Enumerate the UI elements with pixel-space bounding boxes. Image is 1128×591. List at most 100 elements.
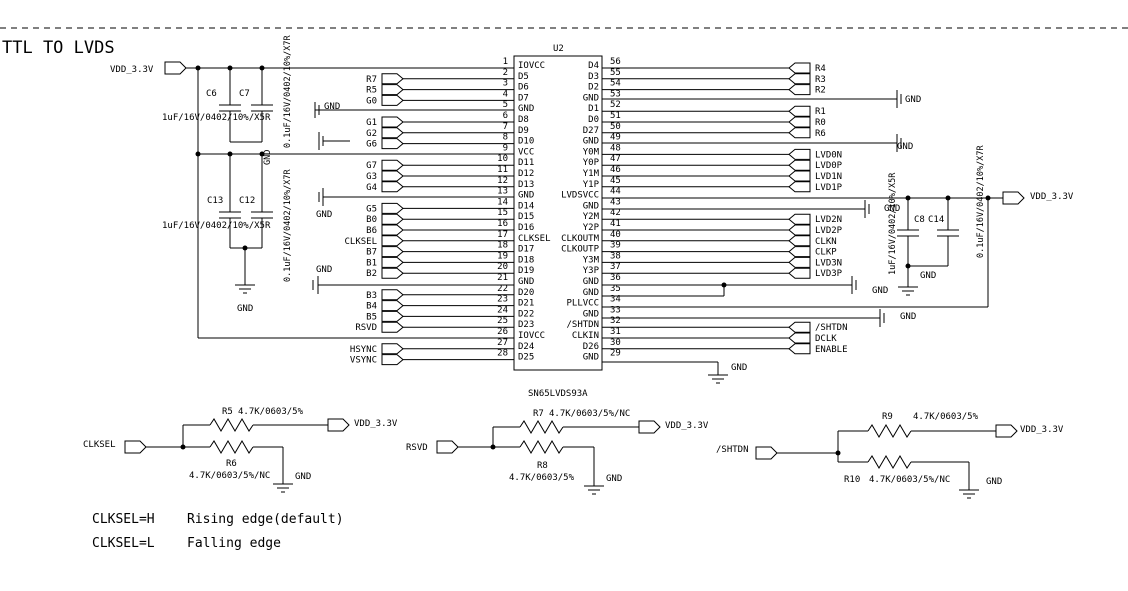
net-label: B6 — [366, 226, 377, 236]
net-label: HSYNC — [350, 345, 377, 355]
pin-number: 46 — [610, 165, 621, 175]
c7-value: 0.1uF/16V/0402/10%/X7R — [283, 35, 293, 148]
pin-name: GND — [583, 277, 599, 287]
pin-name: D0 — [588, 115, 599, 125]
pin-name: D13 — [518, 180, 534, 190]
net-port — [381, 300, 404, 312]
r10-value: 4.7K/0603/5%/NC — [869, 475, 950, 485]
rsvd-port-label: RSVD — [406, 443, 428, 453]
c14-value: 0.1uF/16V/0402/10%/X7R — [976, 145, 986, 258]
pin-name: VCC — [518, 147, 534, 157]
pin-number: 12 — [497, 176, 508, 186]
net-label: LVD2N — [815, 215, 842, 225]
pin-name: D24 — [518, 342, 534, 352]
net-port — [788, 246, 811, 258]
pin-number: 1 — [503, 57, 508, 67]
pin-number: 27 — [497, 338, 508, 348]
pin-name: D9 — [518, 126, 529, 136]
pin-name: D6 — [518, 83, 529, 93]
pin-name: /SHTDN — [566, 320, 599, 330]
net-port — [788, 181, 811, 193]
c8-label: C8 — [914, 215, 925, 225]
gnd-label-c7: GND — [263, 150, 273, 165]
net-port — [381, 84, 404, 96]
r9-label: R9 — [882, 412, 893, 422]
net-port — [381, 343, 404, 355]
net-label: R5 — [366, 86, 377, 96]
clksel-vdd-port — [327, 418, 350, 432]
net-label: B3 — [366, 291, 377, 301]
note-2-value: Falling edge — [187, 536, 281, 551]
net-port — [381, 170, 404, 182]
pin-number: 48 — [610, 143, 621, 153]
r7-label: R7 — [533, 409, 544, 419]
pin-name: CLKIN — [572, 331, 599, 341]
pin-name: Y2P — [583, 223, 600, 233]
net-port — [381, 256, 404, 268]
left-power-network: VDD_3.3V C6 C7 1uF/16V/0402/10%/X5R 0.1u… — [110, 35, 514, 339]
chip-body[interactable] — [513, 55, 603, 371]
pin-number: 20 — [497, 262, 508, 272]
pin-number: 18 — [497, 241, 508, 251]
pin-name: IOVCC — [518, 61, 545, 71]
pin-number: 33 — [610, 305, 621, 315]
chip-ref: U2 — [553, 44, 564, 54]
pin-number: 54 — [610, 79, 621, 89]
pin-number: 39 — [610, 241, 621, 251]
pin-name: D22 — [518, 309, 534, 319]
net-label: LVD1P — [815, 183, 843, 193]
pin-number: 51 — [610, 111, 621, 121]
gnd-label-pin33: GND — [900, 312, 916, 322]
net-label: LVD2P — [815, 226, 843, 236]
pin-name: PLLVCC — [566, 299, 599, 309]
net-port — [788, 256, 811, 268]
net-port — [381, 310, 404, 322]
net-label: R3 — [815, 75, 826, 85]
r8-value: 4.7K/0603/5% — [509, 473, 575, 483]
vdd-label-left: VDD_3.3V — [110, 65, 154, 75]
pin-number: 19 — [497, 251, 508, 261]
pin-name: D8 — [518, 115, 529, 125]
pin-number: 9 — [503, 143, 508, 153]
clksel-port-label: CLKSEL — [83, 440, 116, 450]
pin-name: D3 — [588, 72, 599, 82]
pin-number: 2 — [503, 68, 508, 78]
pin-number: 15 — [497, 208, 508, 218]
clksel-port — [124, 440, 147, 454]
note-1-key: CLKSEL=H — [92, 512, 155, 527]
r8-label: R8 — [537, 461, 548, 471]
net-port — [788, 213, 811, 225]
r5-value: 4.7K/0603/5% — [238, 407, 304, 417]
vdd-port-left — [164, 61, 187, 75]
pin-name: Y2M — [583, 212, 600, 222]
net-label: G4 — [366, 183, 377, 193]
net-port — [381, 224, 404, 236]
pin-number: 23 — [497, 295, 508, 305]
net-label: VSYNC — [350, 356, 377, 366]
rsvd-vdd-port — [638, 420, 661, 434]
c8-value: 1uF/16V/0402/10%/X5R — [888, 172, 898, 275]
gnd-label-pin43: GND — [884, 204, 900, 214]
net-port — [381, 202, 404, 214]
rsvd-port — [436, 440, 459, 454]
sheet-title: TTL TO LVDS — [2, 38, 115, 58]
gnd-label-pin21: GND — [316, 265, 332, 275]
net-port — [381, 138, 404, 150]
net-label: CLKP — [815, 248, 837, 258]
pin-number: 25 — [497, 316, 508, 326]
pin-name: Y3M — [583, 255, 600, 265]
net-port — [381, 116, 404, 128]
pin-name: Y0P — [583, 158, 600, 168]
pin-name: D7 — [518, 93, 529, 103]
pin-number: 11 — [497, 165, 508, 175]
gnd-label-pin5: GND — [324, 102, 340, 112]
pin-number: 17 — [497, 230, 508, 240]
pin-number: 3 — [503, 79, 508, 89]
pin-name: D20 — [518, 288, 534, 298]
shtdn-pull-network: /SHTDN VDD_3.3V GND R9 4.7K/0603/5% R10 … — [716, 412, 1064, 499]
gnd-label-pin13: GND — [316, 210, 332, 220]
pin-number: 6 — [503, 111, 508, 121]
pin-name: D11 — [518, 158, 534, 168]
